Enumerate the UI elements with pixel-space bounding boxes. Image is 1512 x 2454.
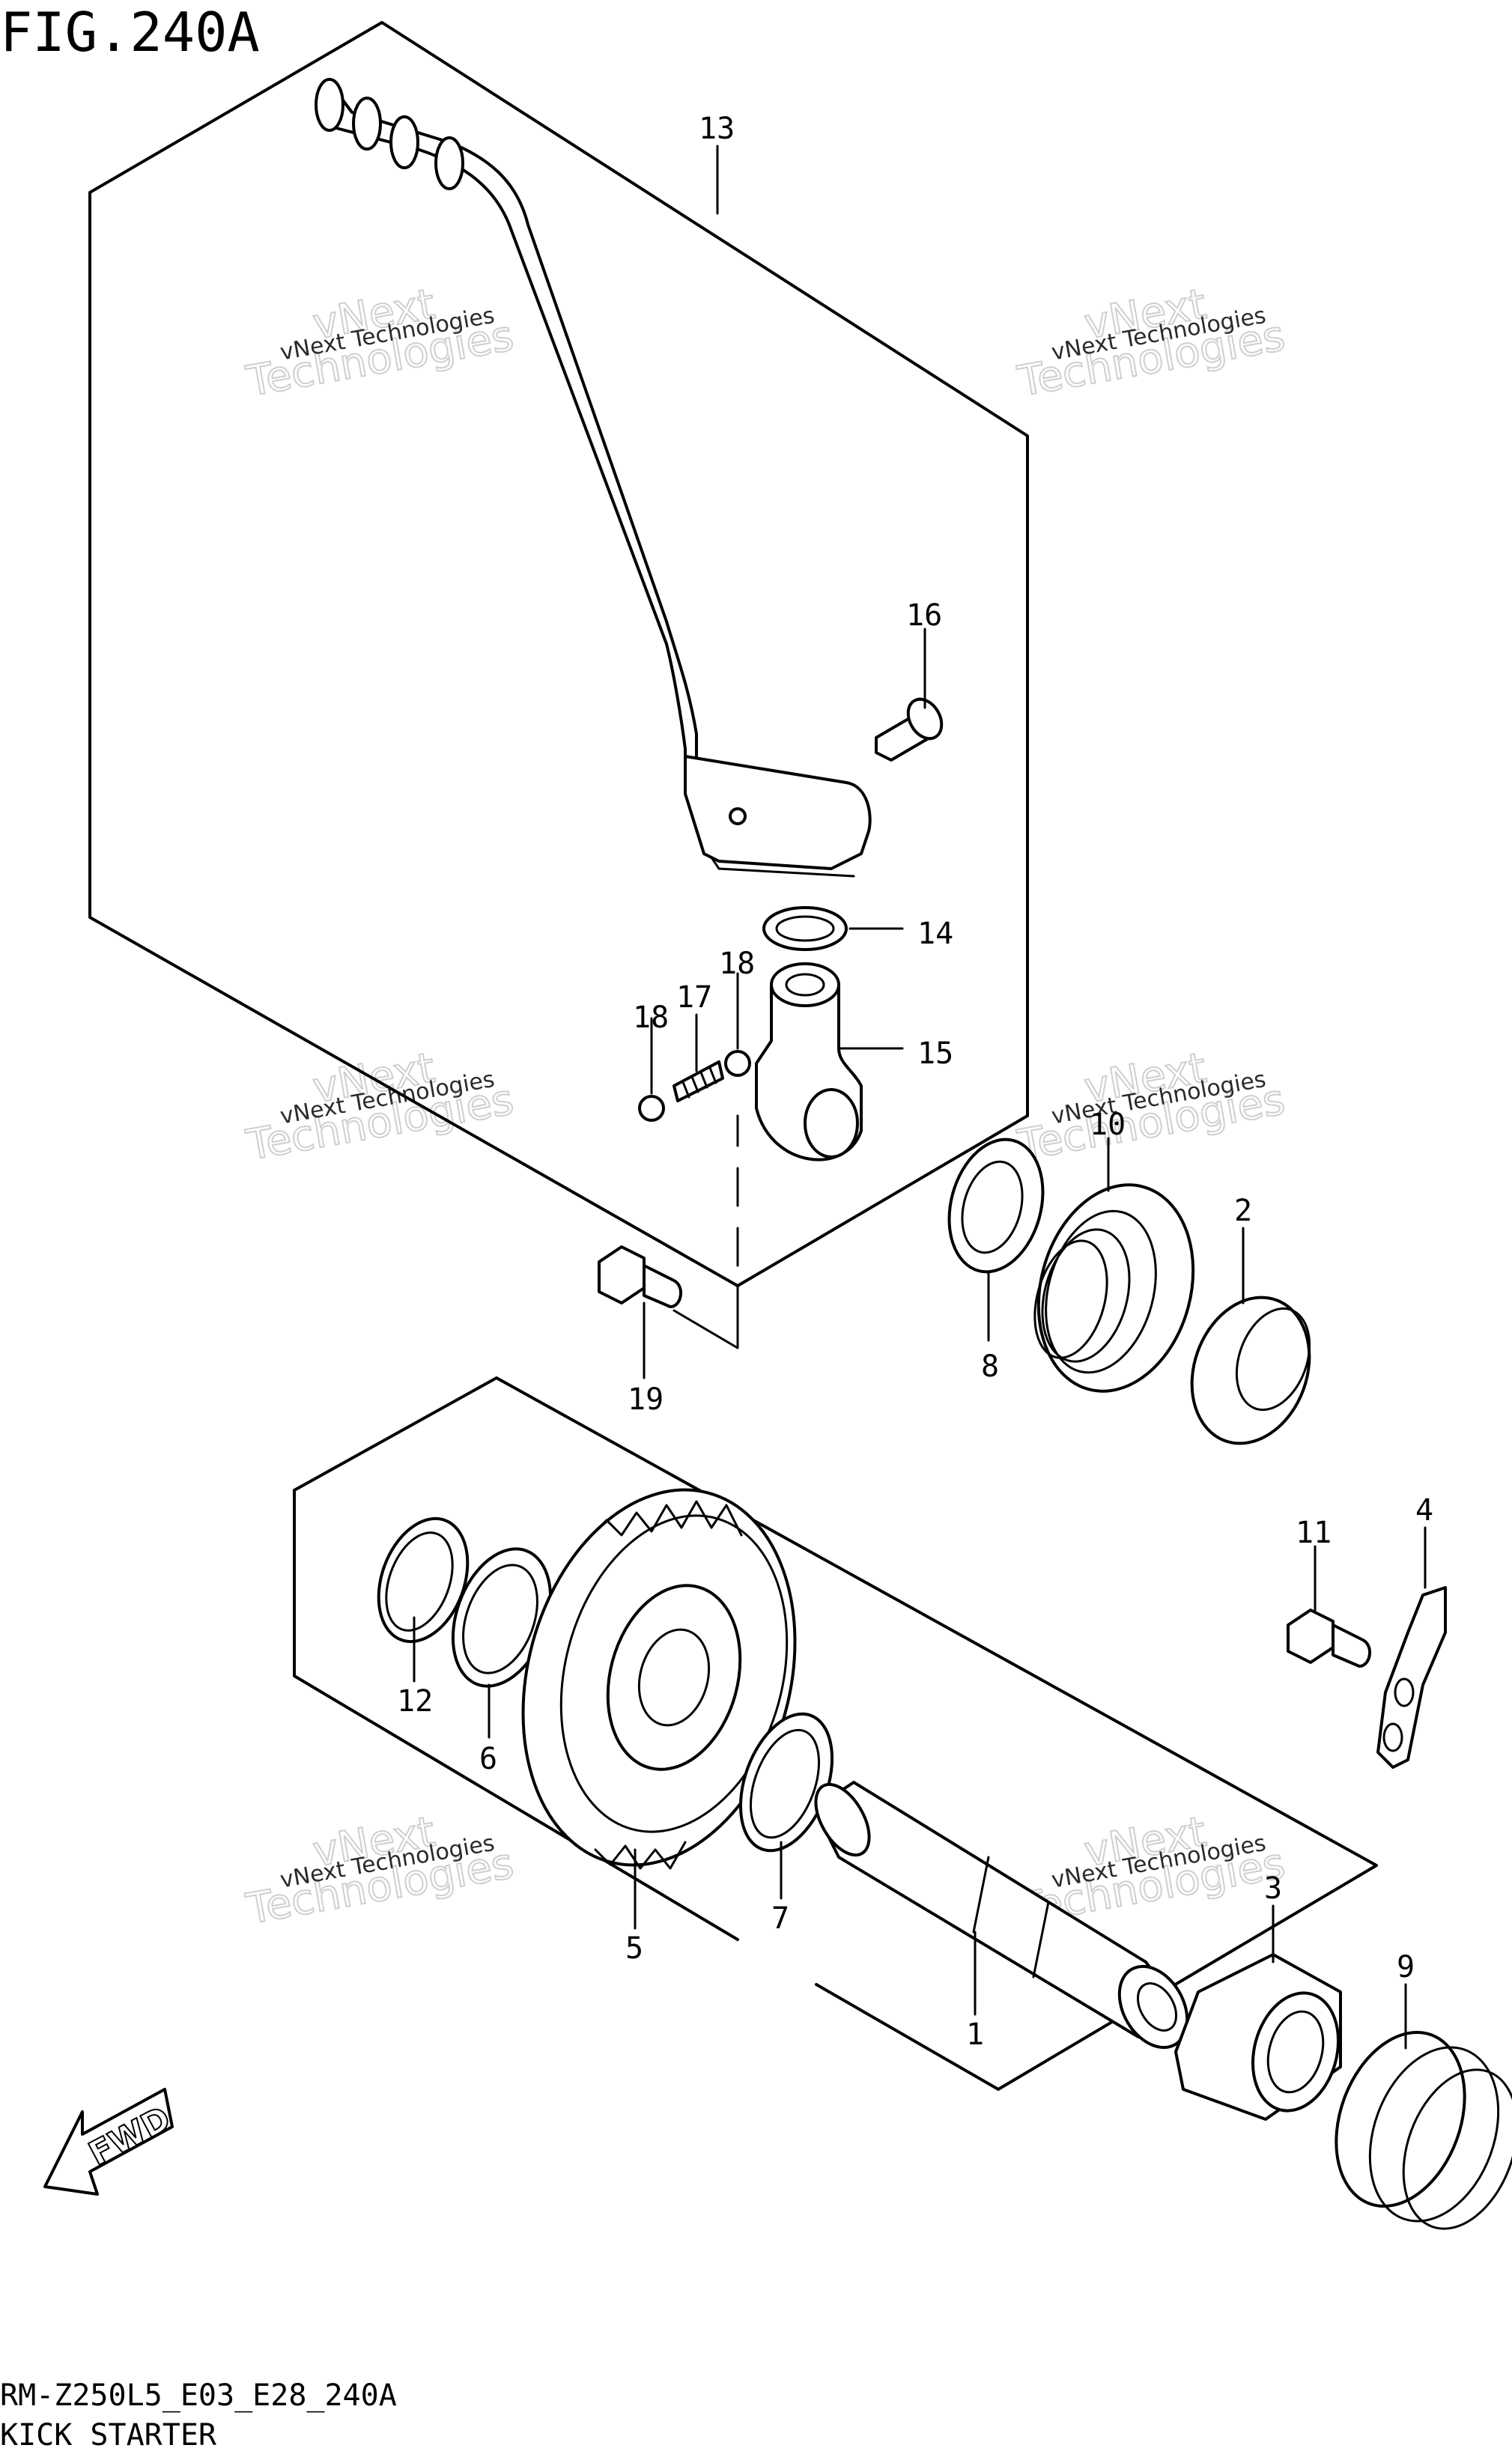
watermark-mid-left: Technologies vNext vNext Technologies [242, 1043, 518, 1171]
bolt-11[interactable] [1287, 1609, 1371, 1668]
kick-gear-5[interactable] [483, 1459, 835, 1895]
leader-lines [413, 145, 1427, 2050]
label-5: 5 [625, 1931, 643, 1966]
watermark-bottom-left: Technologies vNext vNext Technologies [242, 1807, 518, 1935]
label-15: 15 [917, 1036, 953, 1071]
guide-2[interactable] [1172, 1281, 1329, 1460]
label-6: 6 [479, 1742, 497, 1776]
label-17: 17 [676, 980, 712, 1015]
shaft-assembly-outline [293, 1376, 1378, 2091]
footer-model-code: RM-Z250L5_E03_E28_240A [0, 2378, 397, 2413]
bolt-19[interactable] [598, 1245, 682, 1308]
label-19: 19 [628, 1382, 664, 1417]
footer-section-name: KICK STARTER [0, 2418, 217, 2453]
washer-14[interactable] [762, 906, 848, 951]
part-labels: 13 16 14 15 18 17 18 19 8 10 2 12 6 5 7 … [397, 112, 1433, 2052]
label-14: 14 [917, 917, 953, 951]
kick-lever[interactable] [315, 78, 872, 878]
watermark-top-right: Technologies vNext vNext Technologies [1013, 279, 1290, 407]
label-10: 10 [1090, 1108, 1126, 1142]
label-2: 2 [1234, 1194, 1252, 1228]
forward-arrow-icon: FWD [43, 2088, 177, 2196]
lever-assembly-outline [88, 21, 1029, 1287]
ball-18-right[interactable] [724, 1050, 751, 1077]
label-3: 3 [1264, 1871, 1282, 1906]
stopper-plate-4[interactable] [1376, 1586, 1447, 1769]
lever-bolt[interactable] [875, 693, 948, 762]
label-12: 12 [397, 1684, 433, 1719]
label-4: 4 [1415, 1493, 1433, 1528]
label-7: 7 [771, 1901, 789, 1936]
label-8: 8 [981, 1349, 999, 1384]
label-9: 9 [1397, 1950, 1415, 1984]
watermark-top-left: Technologies vNext vNext Technologies [242, 279, 518, 407]
figure-title: FIG.240A [0, 1, 260, 64]
kick-drive-3[interactable] [1174, 1953, 1351, 2121]
label-16: 16 [906, 598, 942, 633]
label-11: 11 [1296, 1516, 1332, 1550]
label-18-right: 18 [719, 947, 755, 981]
oil-seal-8[interactable] [935, 1129, 1057, 1283]
spring-guide-10[interactable] [1016, 1167, 1215, 1409]
spring-9[interactable] [1314, 2014, 1512, 2244]
label-13: 13 [699, 112, 735, 146]
ball-18-left[interactable] [638, 1095, 665, 1122]
kick-boss[interactable] [755, 962, 863, 1161]
center-line [672, 1114, 739, 1349]
label-18-left: 18 [633, 1000, 669, 1035]
watermark-mid-right: Technologies vNext vNext Technologies [1013, 1043, 1290, 1171]
label-1: 1 [966, 2017, 984, 2052]
kick-shaft-1[interactable] [805, 1776, 1201, 2059]
